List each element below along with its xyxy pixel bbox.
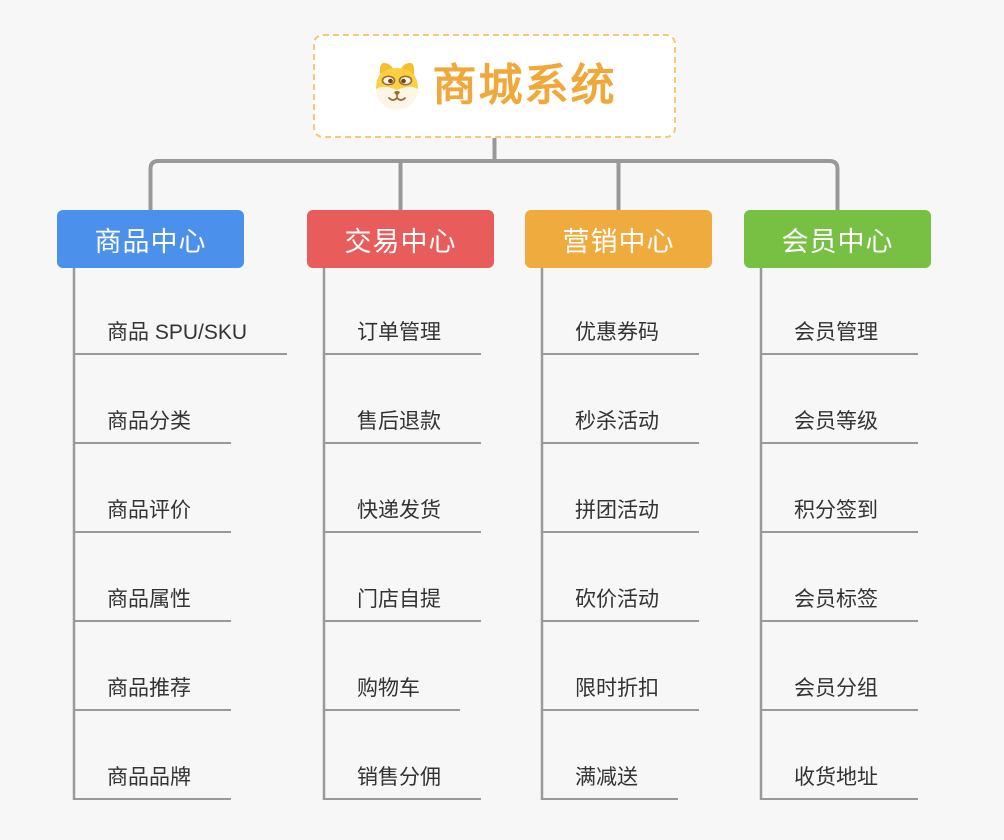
leaf-node[interactable]: 商品评价 (73, 498, 231, 533)
leaf-node[interactable]: 满减送 (541, 765, 678, 800)
leaf-node[interactable]: 会员标签 (760, 587, 918, 622)
leaf-node[interactable]: 商品推荐 (73, 676, 231, 711)
leaf-node[interactable]: 积分签到 (760, 498, 918, 533)
leaf-node[interactable]: 会员等级 (760, 409, 918, 444)
leaf-node[interactable]: 会员分组 (760, 676, 918, 711)
leaf-node[interactable]: 售后退款 (323, 409, 481, 444)
leaf-node[interactable]: 秒杀活动 (541, 409, 699, 444)
leaf-node[interactable]: 会员管理 (760, 320, 918, 355)
leaf-node[interactable]: 收货地址 (760, 765, 918, 800)
leaf-node[interactable]: 限时折扣 (541, 676, 699, 711)
leaf-node[interactable]: 优惠券码 (541, 320, 699, 355)
branch-header-1[interactable]: 商品中心 (57, 210, 244, 268)
leaf-node[interactable]: 拼团活动 (541, 498, 699, 533)
leaf-node[interactable]: 商品属性 (73, 587, 231, 622)
leaf-node[interactable]: 销售分佣 (323, 765, 481, 800)
leaf-node[interactable]: 购物车 (323, 676, 460, 711)
leaf-node[interactable]: 商品品牌 (73, 765, 231, 800)
branch-header-3[interactable]: 营销中心 (525, 210, 712, 268)
leaf-node[interactable]: 门店自提 (323, 587, 481, 622)
root-node[interactable]: 商城系统 (313, 34, 676, 138)
leaf-node[interactable]: 快递发货 (323, 498, 481, 533)
leaf-node[interactable]: 商品 SPU/SKU (73, 320, 288, 355)
leaf-node[interactable]: 订单管理 (323, 320, 481, 355)
leaf-node[interactable]: 商品分类 (73, 409, 231, 444)
branch-header-2[interactable]: 交易中心 (307, 210, 494, 268)
dog-face-icon (373, 60, 421, 112)
root-title: 商城系统 (432, 61, 617, 110)
leaf-node[interactable]: 砍价活动 (541, 587, 699, 622)
branch-header-4[interactable]: 会员中心 (744, 210, 931, 268)
